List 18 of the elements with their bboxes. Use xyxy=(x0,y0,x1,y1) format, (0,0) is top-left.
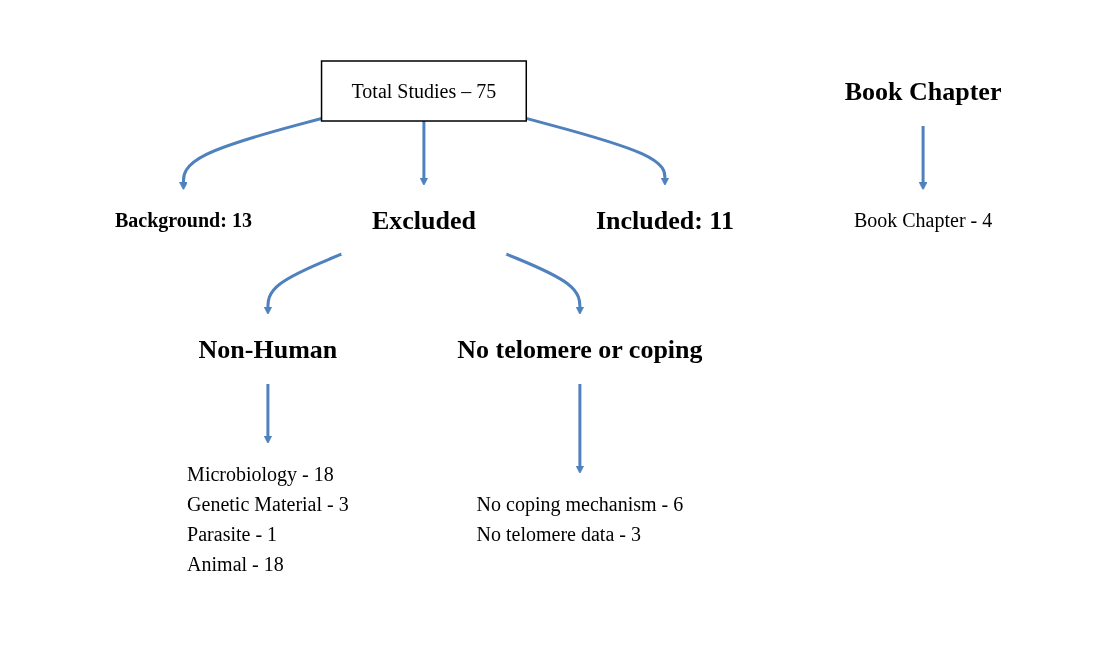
node-text: Book Chapter - 4 xyxy=(854,209,993,231)
node-text: Background: 13 xyxy=(115,209,253,231)
node-text: Microbiology - 18 Genetic Material - 3 Parasite - 1 Animal - 18 xyxy=(187,462,349,575)
node-box: Total Studies – 75 xyxy=(321,60,528,122)
node-text: No telomere or coping xyxy=(457,334,703,364)
arrow xyxy=(575,383,585,474)
arrow xyxy=(263,383,273,444)
arrow xyxy=(179,117,323,191)
arrow xyxy=(263,252,343,315)
arrow xyxy=(526,116,670,186)
arrow xyxy=(419,121,429,186)
arrow xyxy=(918,125,928,191)
node-text: Non-Human xyxy=(198,334,338,364)
node-text: Excluded xyxy=(372,205,477,235)
node-text: Book Chapter xyxy=(844,76,1002,106)
node-text: Included: 11 xyxy=(596,205,735,235)
arrow xyxy=(505,252,585,315)
node-text: No coping mechanism - 6 No telomere data - 3 xyxy=(476,492,684,545)
